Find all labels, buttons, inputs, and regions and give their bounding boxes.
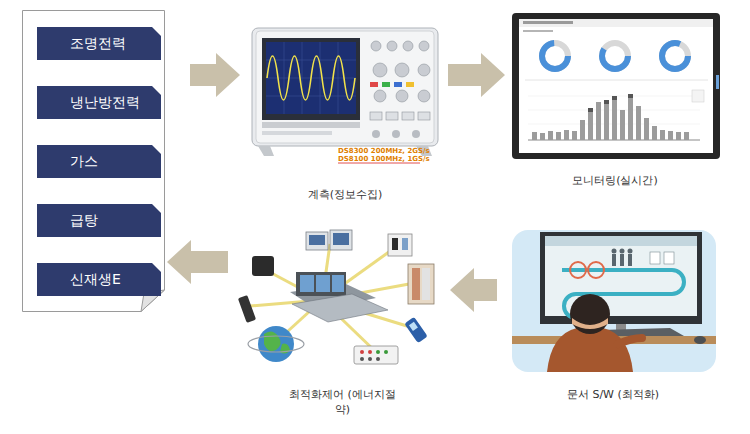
tag-label: 가스 [37,145,161,178]
software-step: 문서 S/W (최적화) [510,228,716,402]
flow-arrow [448,53,505,97]
monitor-step: 모니터링(실시간) [510,10,720,188]
document-page: 조명전력냉난방전력가스급탕신재생E [22,10,165,312]
energy-tag: 조명전력 [37,27,161,60]
flow-arrow [190,53,240,97]
step-caption: 모니터링(실시간) [572,173,658,188]
caption-wrap: 모니터링(실시간) [510,173,720,188]
page-border [23,11,165,312]
model-spec: DS8100 100MHz, 1GS/s [338,155,430,163]
tag-label: 급탕 [37,204,161,237]
step-caption: 최적화제어 (에너지절약) [288,387,398,417]
tag-label: 냉난방전력 [37,86,161,119]
model-spec: DS8300 200MHz, 2GS/s [338,147,430,155]
tag-label: 조명전력 [37,27,161,60]
step-caption: 계측(정보수집) [308,187,383,202]
caption-wrap: 계측(정보수집) [245,187,445,202]
step-caption: 문서 S/W (최적화) [567,387,659,402]
operator-illustration [512,230,716,372]
control-step: 최적화제어 (에너지절약) [240,222,445,417]
measure-step: 계측(정보수집) [245,20,445,202]
tag-label: 신재생E [37,263,161,296]
oscilloscope-illustration [252,28,438,163]
energy-tag: 냉난방전력 [37,86,161,119]
caption-wrap: 최적화제어 (에너지절약) [240,387,445,417]
energy-tag: 급탕 [37,204,161,237]
energy-tag: 신재생E [37,263,161,296]
flow-arrow [167,240,228,284]
energy-tag: 가스 [37,145,161,178]
control-network-illustration [238,230,434,364]
flow-arrow [450,268,497,312]
monitor-illustration [512,13,720,159]
caption-wrap: 문서 S/W (최적화) [510,387,716,402]
